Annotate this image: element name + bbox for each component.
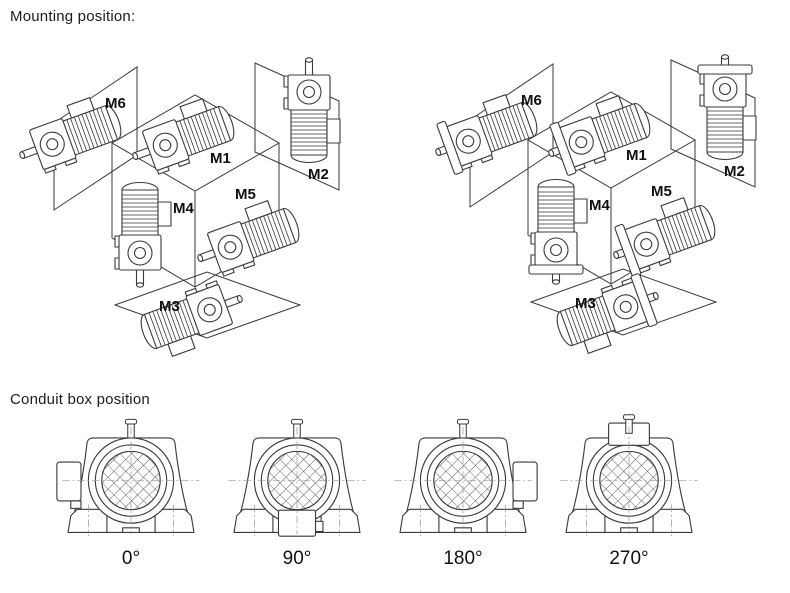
conduit-position-90: 90°	[218, 412, 376, 570]
label-m4: M4	[589, 197, 610, 214]
label-m6: M6	[105, 95, 126, 112]
conduit-position-0: 0°	[52, 412, 210, 570]
motor-front-view-0	[56, 418, 200, 537]
mounting-cube	[111, 94, 281, 288]
conduit-box-right	[512, 461, 538, 509]
motor-m1	[539, 89, 657, 179]
mounting-diagram-flange-mounted: M6 M1 M2 M4 M5 M3	[418, 49, 790, 381]
motor-m1	[121, 91, 241, 181]
motor-m2	[283, 57, 341, 164]
motor-front-view-270	[560, 414, 698, 537]
conduit-angle-label: 180°	[443, 548, 483, 569]
motor-m4	[529, 180, 587, 285]
conduit-box-left	[56, 461, 82, 509]
mounting-position-heading: Mounting position:	[10, 8, 136, 25]
conduit-angle-label: 90°	[282, 548, 312, 569]
label-m1: M1	[626, 147, 647, 164]
conduit-position-180: 180°	[384, 412, 542, 570]
label-m2: M2	[724, 163, 745, 180]
motor-front-view-90	[228, 418, 366, 537]
conduit-box-heading: Conduit box position	[10, 391, 150, 408]
motor-m3	[134, 274, 254, 364]
motor-m5	[186, 193, 306, 283]
conduit-angle-label: 270°	[609, 548, 649, 569]
motor-m4	[114, 181, 172, 288]
conduit-position-270: 270°	[550, 412, 708, 570]
mounting-cube	[527, 91, 697, 285]
mounting-diagram-foot-mounted: M6 M1 M2 M4 M5 M3	[8, 57, 341, 364]
motor-m5	[604, 191, 722, 281]
motor-m2	[698, 55, 756, 160]
label-m5: M5	[235, 186, 256, 203]
label-m3: M3	[575, 295, 596, 312]
label-m3: M3	[159, 298, 180, 315]
motor-front-view-180	[394, 418, 538, 537]
conduit-position-row: 0° 90°	[52, 412, 708, 570]
label-m6: M6	[521, 92, 542, 109]
label-m5: M5	[651, 183, 672, 200]
label-m4: M4	[173, 200, 194, 217]
label-m1: M1	[210, 150, 231, 167]
label-m2: M2	[308, 166, 329, 183]
conduit-angle-label: 0°	[121, 548, 141, 569]
